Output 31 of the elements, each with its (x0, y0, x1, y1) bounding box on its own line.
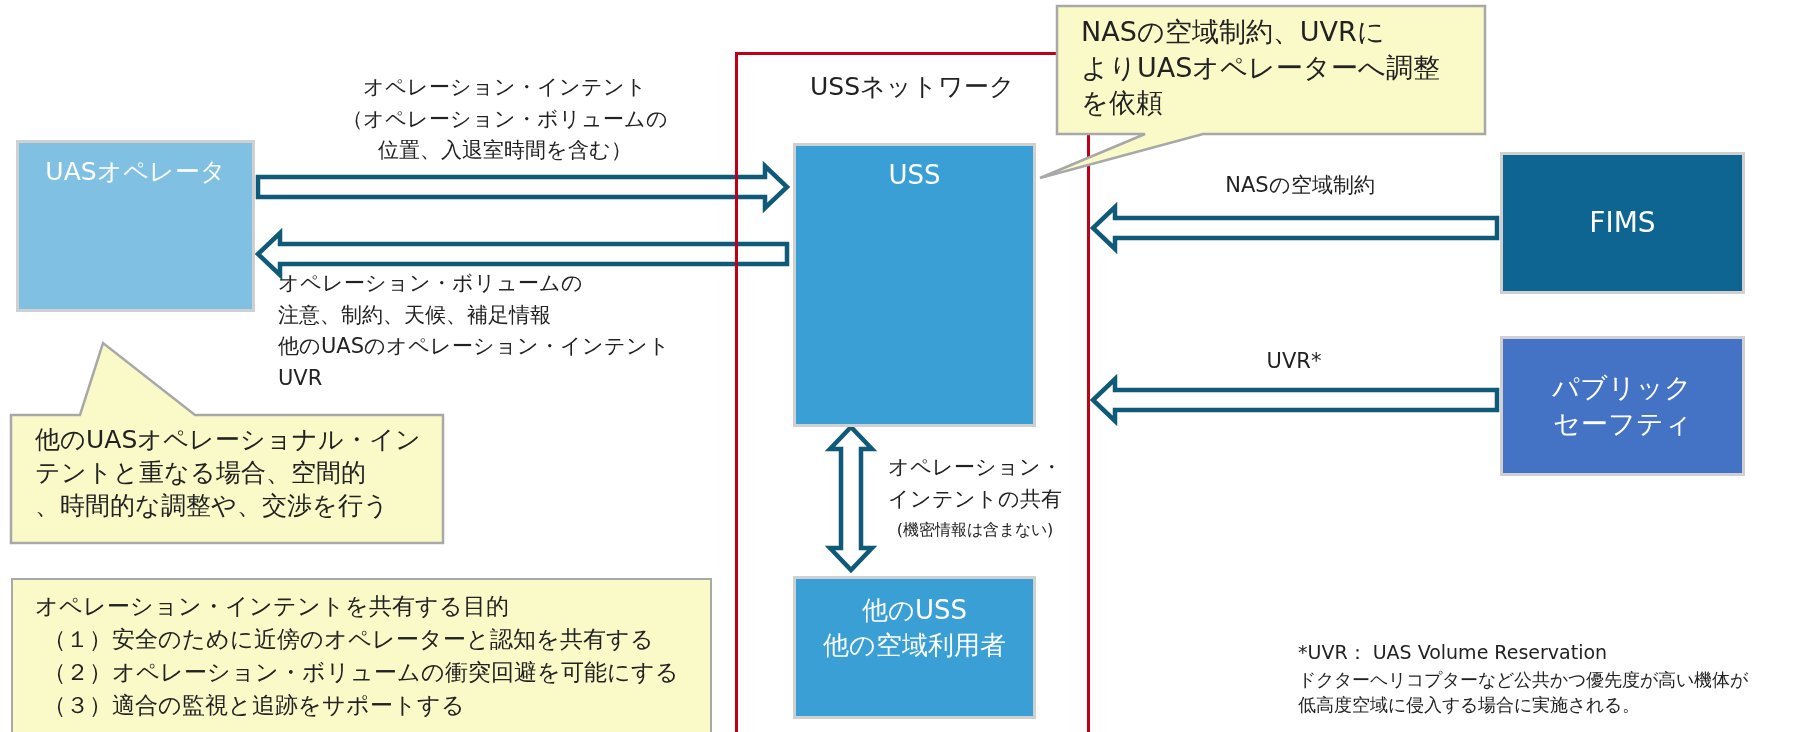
process-box (1500, 336, 1745, 476)
footnote-text: ドクターヘリコプターなど公共かつ優先度が高い機体が低高度空域に侵入する場合に実施される。 (1298, 668, 1748, 718)
edge-label: オペレーション・インテントの共有 (887, 454, 1063, 513)
edge-label: UVR* (1265, 348, 1323, 375)
block-arrow (1089, 373, 1500, 427)
callout-text: NASの空域制約、UVRによりUASオペレーターへ調整を依頼 (1081, 15, 1441, 121)
note-box (11, 578, 712, 732)
edge-label: オペレーション・ボリュームの注意、制約、天候、補足情報他のUASのオペレーション・インテントUVR (278, 270, 671, 392)
edge-label: オペレーション・インテント（オペレーション・ボリュームの位置、入退室時間を含む） (341, 74, 669, 164)
process-box (793, 576, 1036, 719)
list-item: （２）オペレーション・ボリュームの衝突回避を可能にする (42, 657, 680, 687)
box-label: 他の空域利用者 (823, 629, 1006, 663)
box-label: UASオペレータ (45, 156, 226, 188)
block-arrow (254, 227, 790, 281)
note-heading: オペレーション・インテントを共有する目的 (35, 592, 510, 621)
process-box (16, 140, 255, 312)
note-text: (機密情報は含まない) (895, 519, 1055, 541)
box-label: FIMS (1589, 205, 1656, 242)
box-label: パブリックセーフティ (1552, 370, 1693, 441)
frame-title: USSネットワーク (808, 71, 1016, 103)
footnote-text: *UVR： UAS Volume Reservation (1298, 640, 1608, 665)
block-arrow (1089, 201, 1500, 255)
box-label: 他のUSS (861, 594, 967, 627)
callout-text: 他のUASオペレーショナル・インテントと重なる場合、空間的、時間的な調整や、交渉を行う (35, 424, 422, 522)
box-label: USS (888, 159, 941, 192)
process-box (793, 143, 1036, 427)
edge-label: NASの空域制約 (1224, 172, 1376, 199)
list-item: （１）安全のために近傍のオペレーターと認知を共有する (42, 624, 655, 654)
list-item: （３）適合の監視と追跡をサポートする (42, 690, 466, 720)
process-box (1500, 152, 1745, 294)
block-arrow (255, 160, 791, 214)
